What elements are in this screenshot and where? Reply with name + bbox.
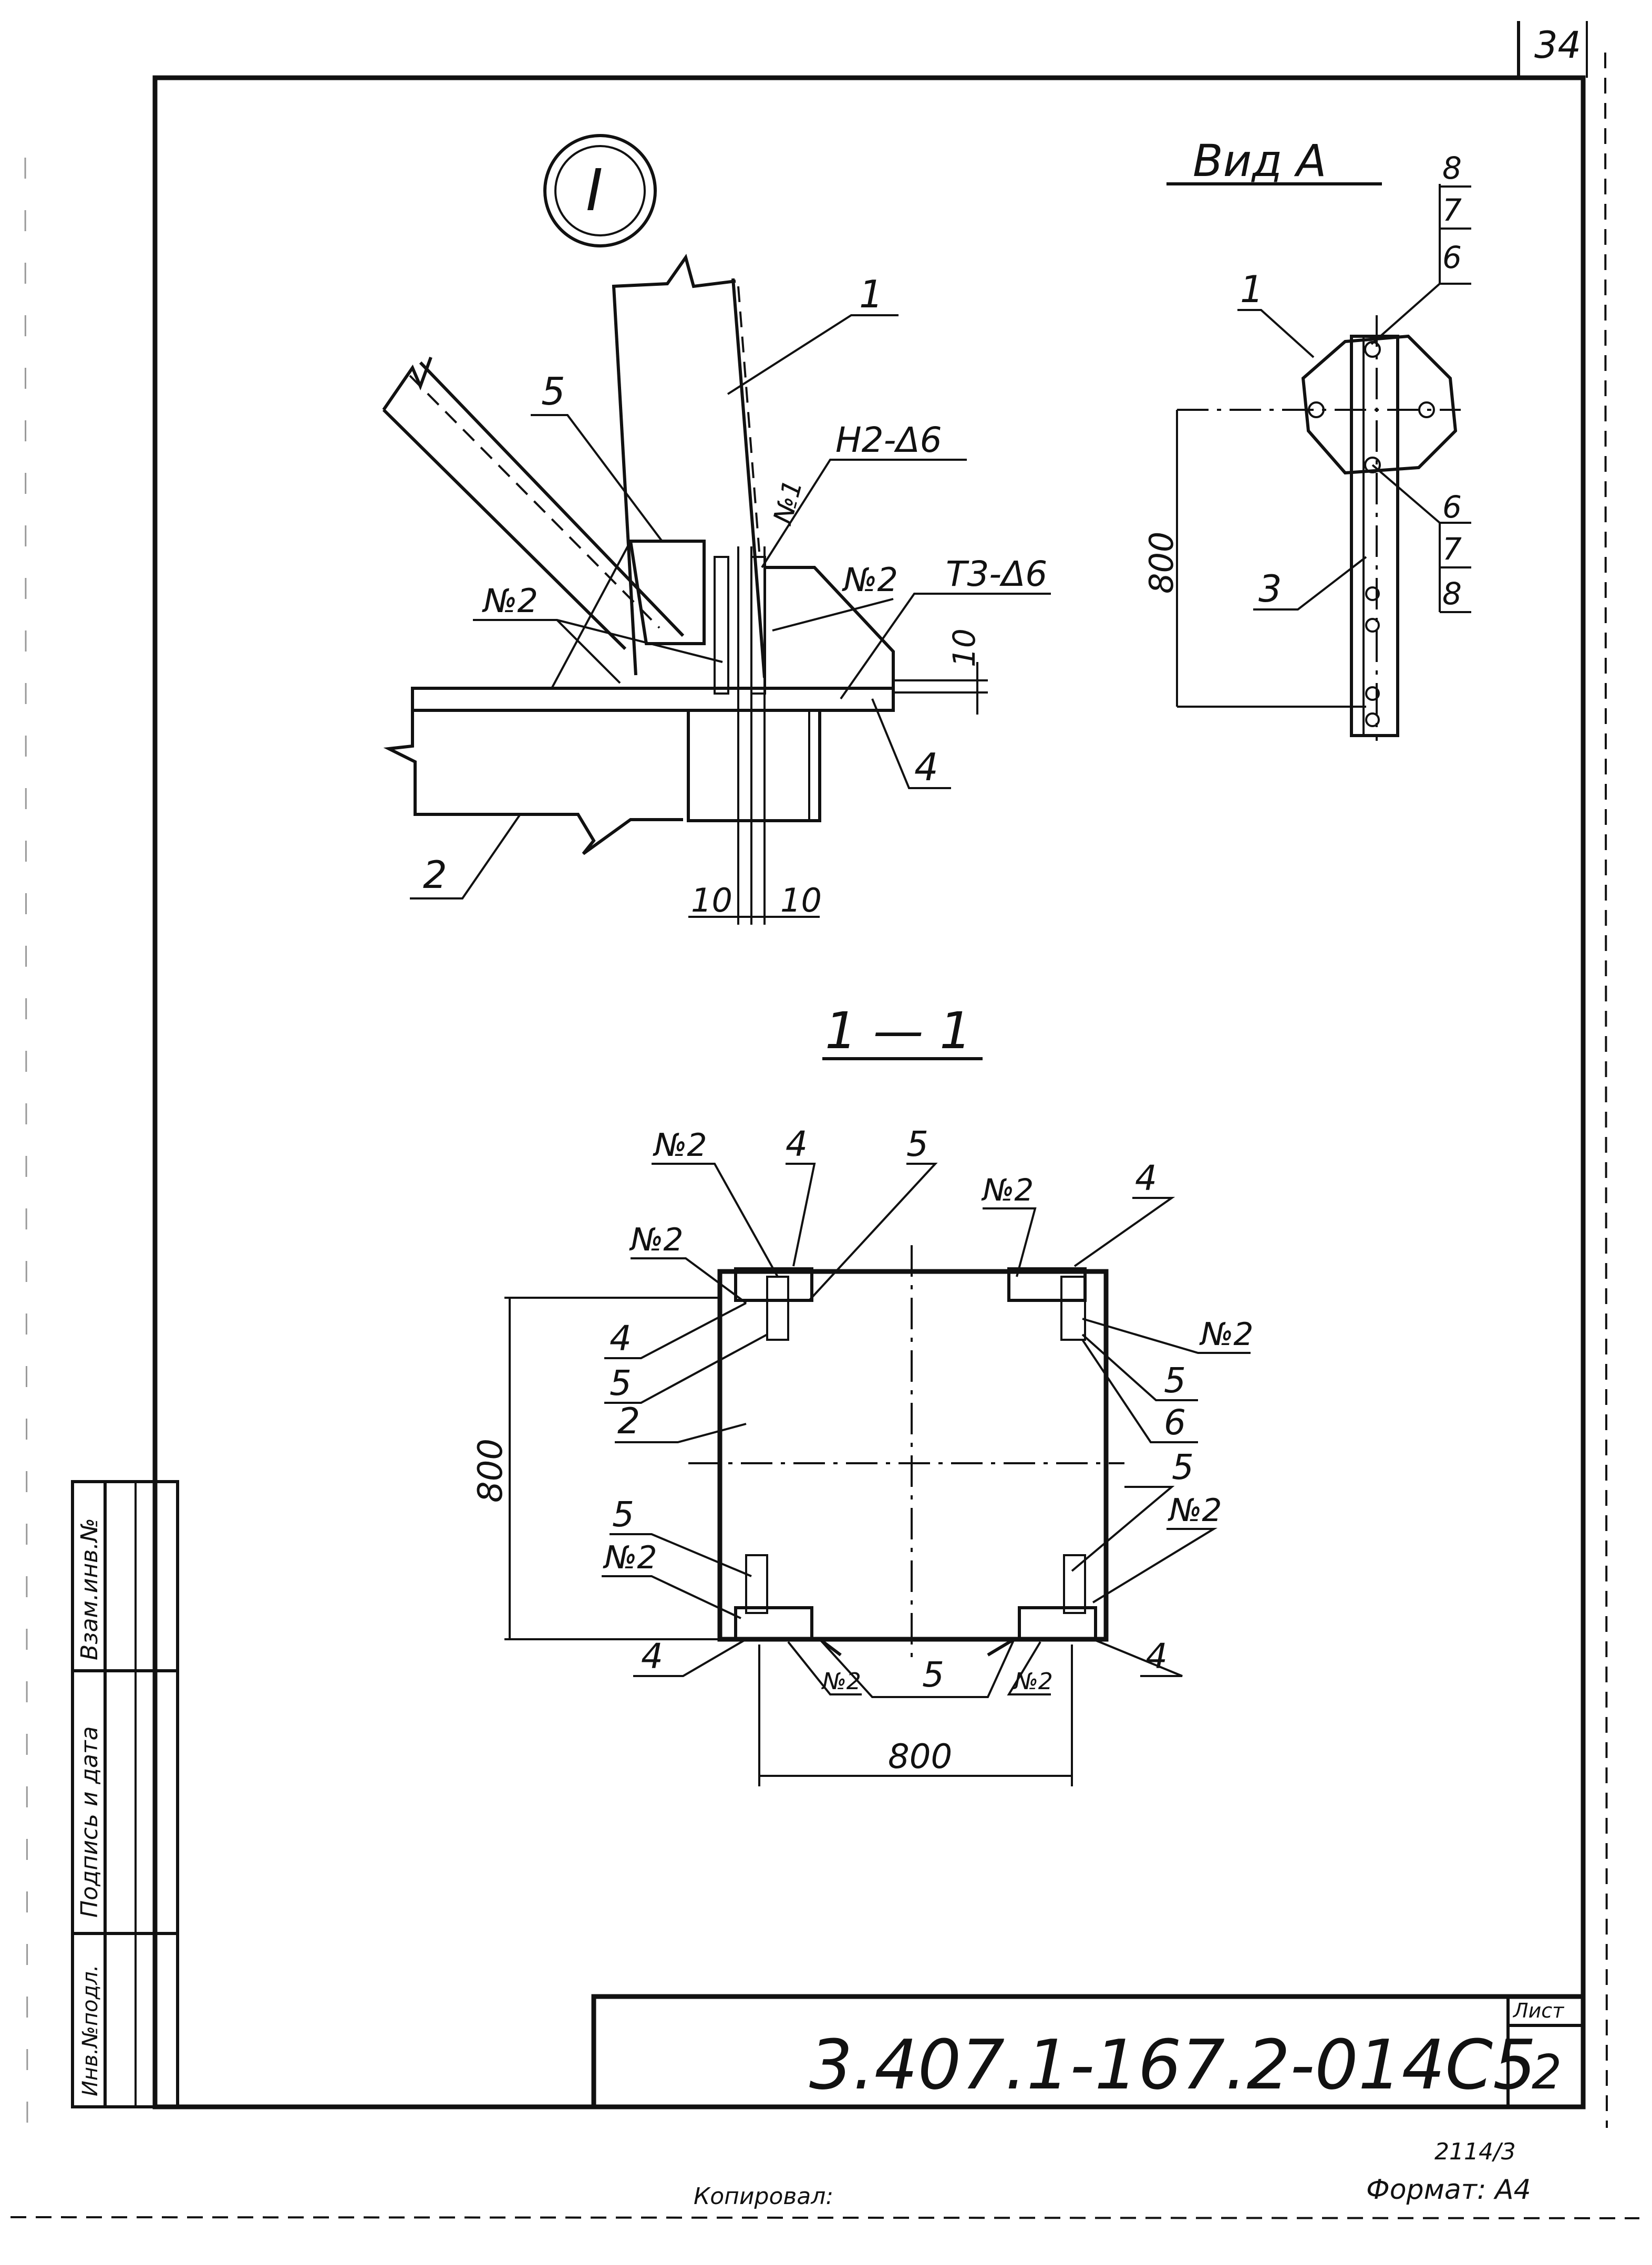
svg-text:5: 5 — [612, 1494, 634, 1535]
footer-code: 2114/3 — [1434, 2138, 1516, 2165]
svg-text:№2: №2 — [629, 1222, 684, 1258]
detail-weld-h2: Н2-Δ6 — [835, 420, 942, 460]
svg-text:I: I — [586, 157, 603, 224]
svg-text:№2: №2 — [603, 1539, 657, 1576]
svg-text:4: 4 — [786, 1124, 808, 1164]
sheet-number-corner: 34 — [1534, 24, 1581, 67]
callout-circle: I — [543, 134, 657, 247]
section-dim-800-horizontal: 800 — [888, 1737, 952, 1776]
detail-dim-10-left: 10 — [691, 881, 732, 919]
side-stamp: Взам.инв.№ Подпись и дата Инв.№подл. — [71, 1480, 179, 2108]
side-stamp-col2: Подпись и дата — [76, 1726, 103, 1918]
svg-text:5: 5 — [1172, 1447, 1194, 1487]
section-label-2: 2 — [617, 1401, 640, 1442]
svg-text:№2: №2 — [1013, 1668, 1053, 1695]
corner-tr — [1007, 1267, 1087, 1341]
svg-text:7: 7 — [1442, 192, 1462, 228]
svg-text:№2: №2 — [1168, 1492, 1222, 1529]
svg-text:4: 4 — [1135, 1158, 1157, 1198]
detail-i: 10 10 10 1 5 Н2-Δ6 №1 №2 Т3-Δ6 №2 4 2 — [382, 254, 1051, 925]
vid-a-title: Вид А — [1193, 135, 1326, 187]
title-designation: 3.407.1-167.2-014С5 — [809, 2025, 1536, 2105]
scan-edge-left — [24, 157, 28, 2155]
detail-dim-10-top: 10 — [946, 628, 982, 667]
section-dim-800-vertical: 800 — [471, 1439, 510, 1503]
svg-text:№2: №2 — [981, 1172, 1034, 1208]
corner-tl — [734, 1267, 813, 1341]
vid-a-label-3: 3 — [1258, 567, 1282, 611]
detail-weld-t3: Т3-Δ6 — [946, 554, 1047, 594]
svg-text:6: 6 — [1442, 489, 1462, 525]
scan-edge-right — [1604, 52, 1608, 2128]
svg-text:6: 6 — [1164, 1402, 1186, 1443]
svg-text:5: 5 — [922, 1654, 944, 1695]
svg-text:6: 6 — [1442, 240, 1462, 275]
detail-label-5: 5 — [541, 369, 565, 413]
footer-copied: Копировал: — [694, 2183, 833, 2210]
detail-label-2: 2 — [423, 853, 447, 897]
title-list-label: Лист — [1512, 1999, 1565, 2022]
section-title: 1 — 1 — [825, 1001, 972, 1060]
drawing-frame — [152, 75, 1586, 2109]
detail-weld-n2-right: №2 — [842, 561, 898, 599]
side-stamp-col1: Инв.№подл. — [78, 1964, 102, 2096]
detail-label-4: 4 — [914, 745, 938, 789]
svg-text:4: 4 — [610, 1318, 632, 1359]
svg-text:№2: №2 — [653, 1127, 707, 1164]
svg-text:5: 5 — [906, 1124, 928, 1164]
section-1-1: 1 — 1 800 — [471, 1001, 1254, 1786]
title-list-number: 2 — [1532, 2045, 1562, 2100]
svg-text:8: 8 — [1442, 576, 1462, 612]
svg-text:8: 8 — [1442, 150, 1462, 186]
vid-a: Вид А 8 7 6 800 1 3 — [1142, 135, 1471, 741]
svg-text:5: 5 — [1164, 1360, 1186, 1401]
svg-text:№2: №2 — [1199, 1316, 1254, 1353]
svg-text:4: 4 — [1145, 1636, 1168, 1677]
detail-label-1: 1 — [859, 272, 883, 316]
side-stamp-col3: Взам.инв.№ — [76, 1518, 103, 1660]
detail-dim-10-right: 10 — [780, 881, 822, 919]
vid-a-dim-800: 800 — [1142, 532, 1181, 594]
vid-a-label-1: 1 — [1240, 268, 1264, 311]
title-block: 3.407.1-167.2-014С5 Лист 2 — [591, 1994, 1586, 2109]
svg-text:5: 5 — [610, 1363, 632, 1403]
corner-br — [1018, 1554, 1097, 1641]
corner-bl — [734, 1554, 813, 1641]
svg-text:4: 4 — [641, 1636, 663, 1677]
svg-text:7: 7 — [1442, 531, 1462, 567]
detail-weld-n2-left: №2 — [482, 582, 538, 620]
detail-weld-n1: №1 — [767, 477, 808, 529]
footer-format: Формат: А4 — [1366, 2174, 1531, 2206]
footer-dash-line — [10, 2216, 1640, 2219]
svg-text:№2: №2 — [821, 1668, 861, 1695]
